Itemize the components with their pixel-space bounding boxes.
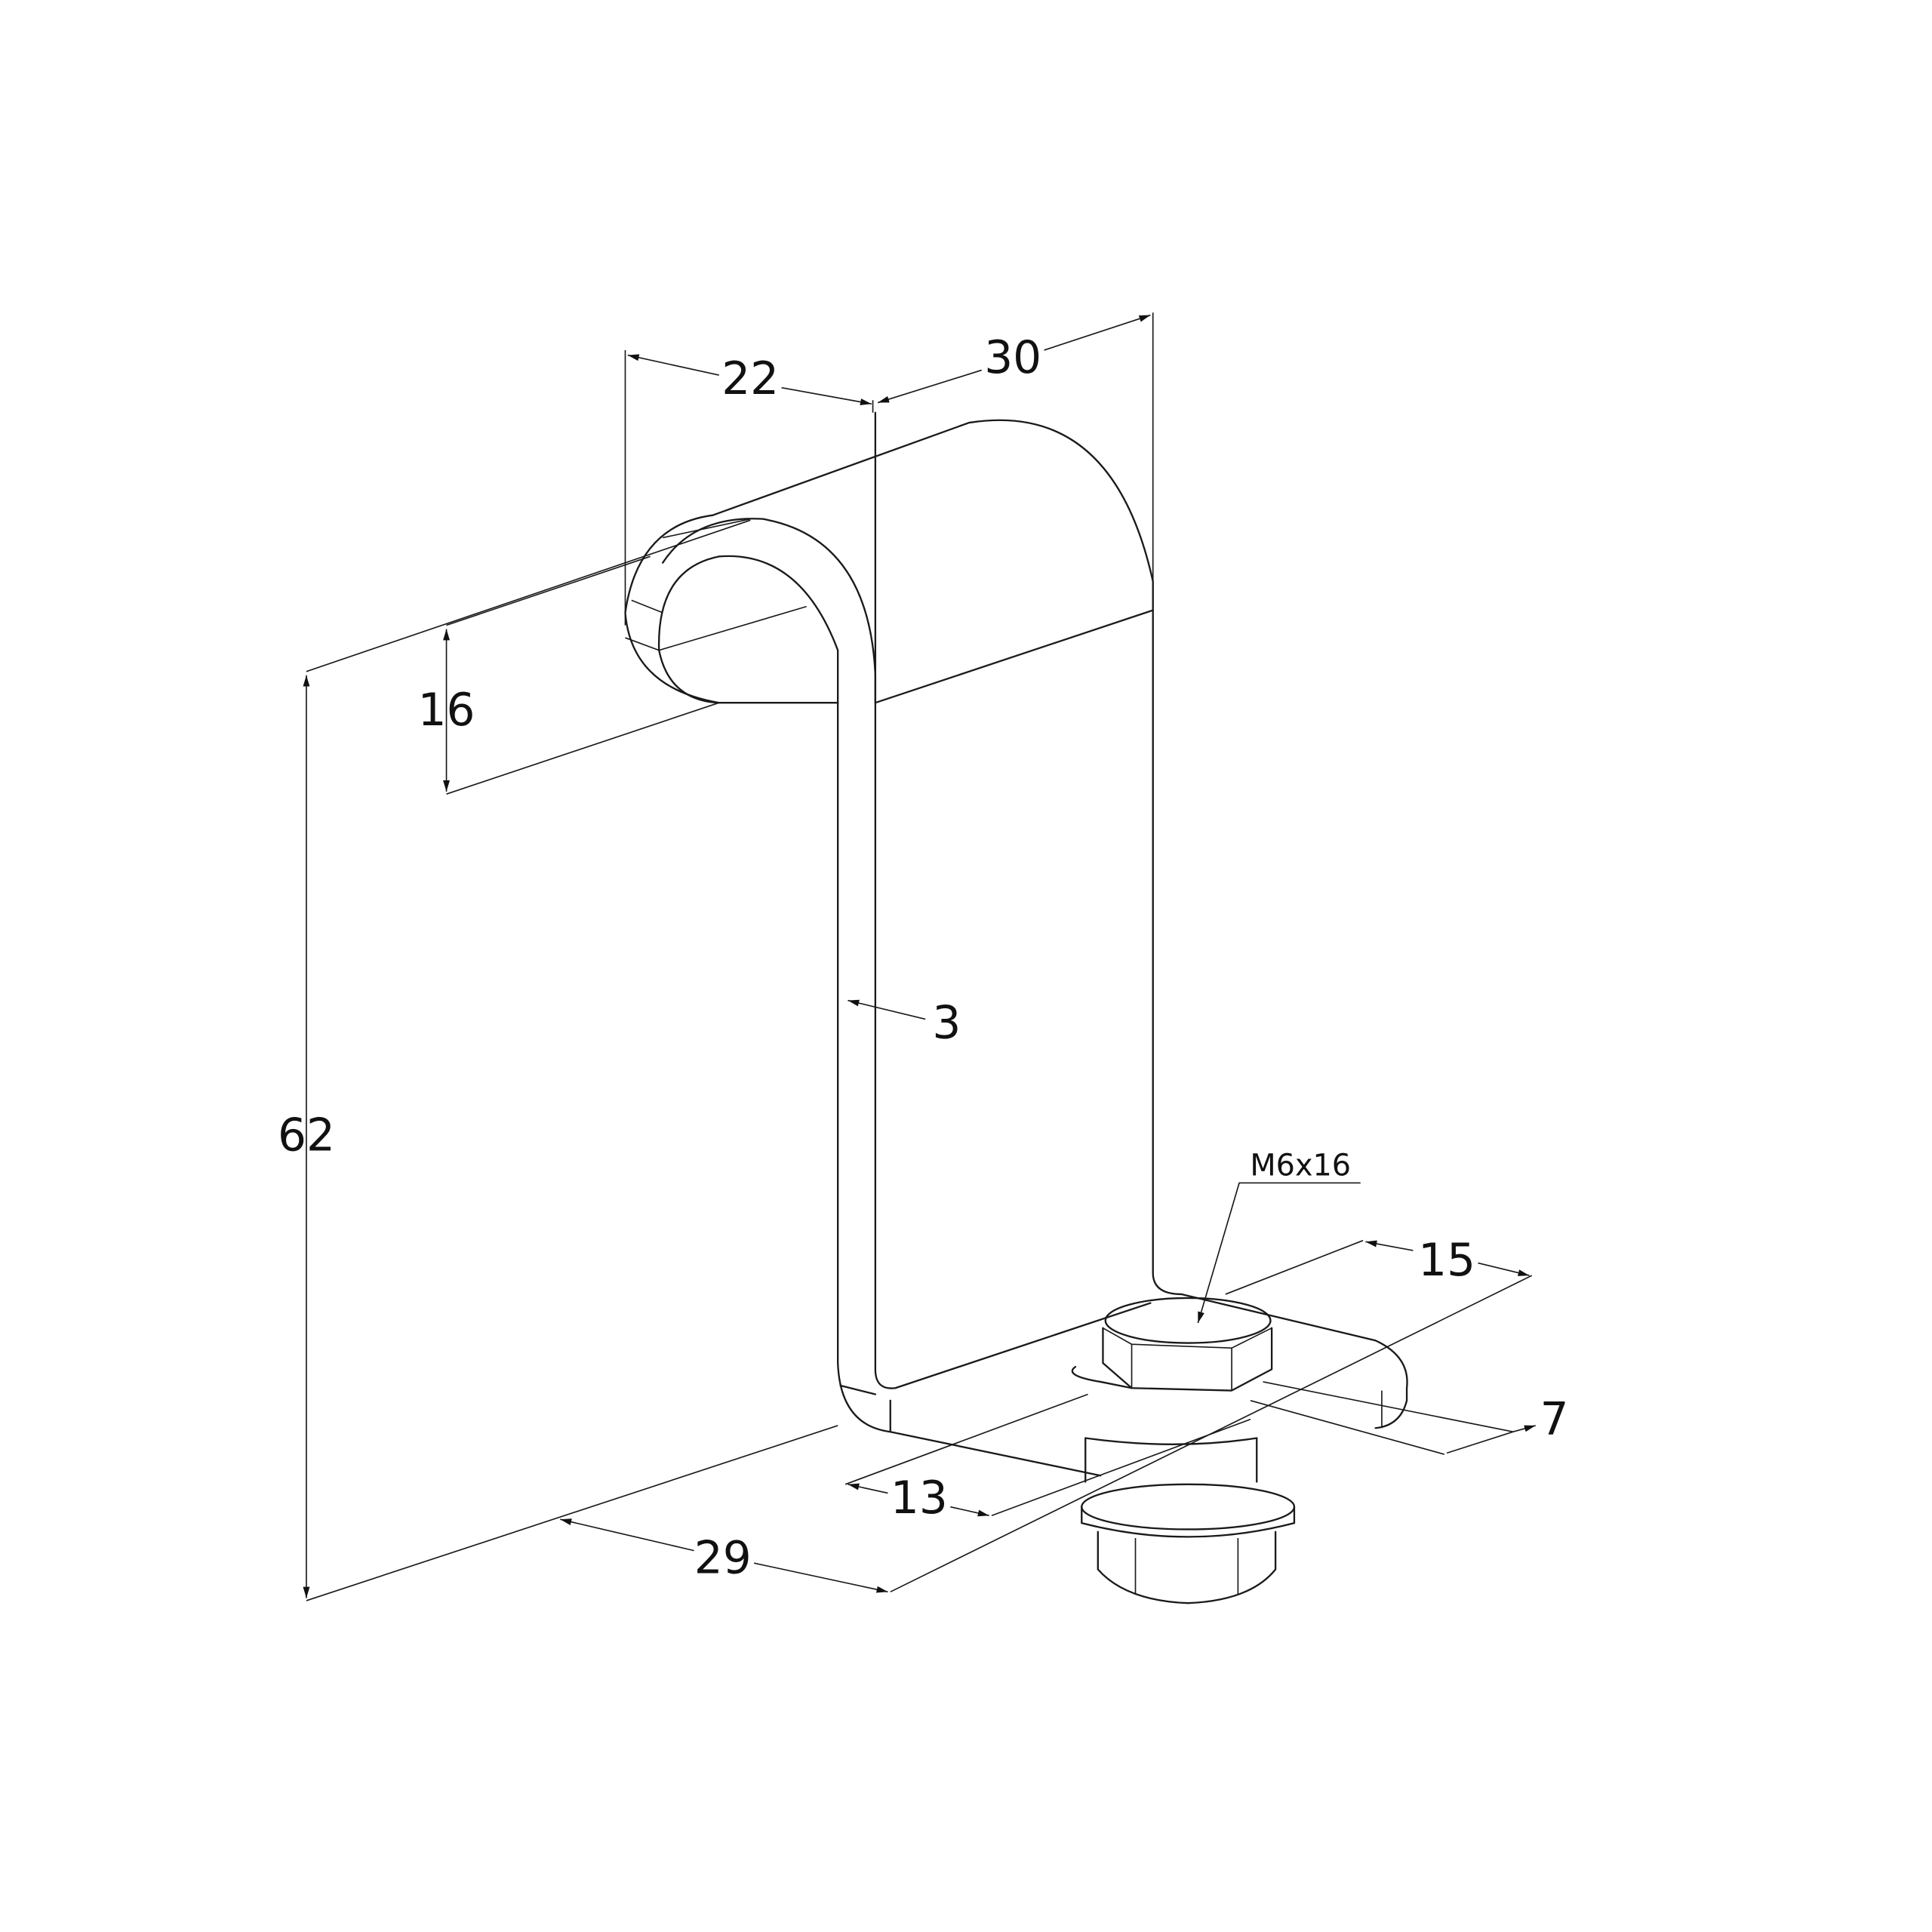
dim-curl-depth: 22 [721,353,779,405]
dim-slot-length: 15 [1418,1235,1475,1287]
dim-thickness: 3 [932,997,961,1049]
dim-foot-length: 29 [694,1532,752,1584]
dim-width-top: 30 [984,332,1041,384]
dim-height: 62 [278,1109,335,1161]
bolt-assembly [1081,1297,1296,1604]
dimension-lines [303,314,1536,1598]
bracket-body [624,411,1408,1477]
extension-lines [306,312,1533,1601]
bolt-callout-label: M6x16 [1250,1149,1351,1183]
dim-curl-height: 16 [418,685,475,737]
bolt-callout: M6x16 [1197,1149,1361,1324]
dim-slot-width: 7 [1540,1394,1569,1446]
dim-slot-offset: 13 [891,1472,948,1524]
